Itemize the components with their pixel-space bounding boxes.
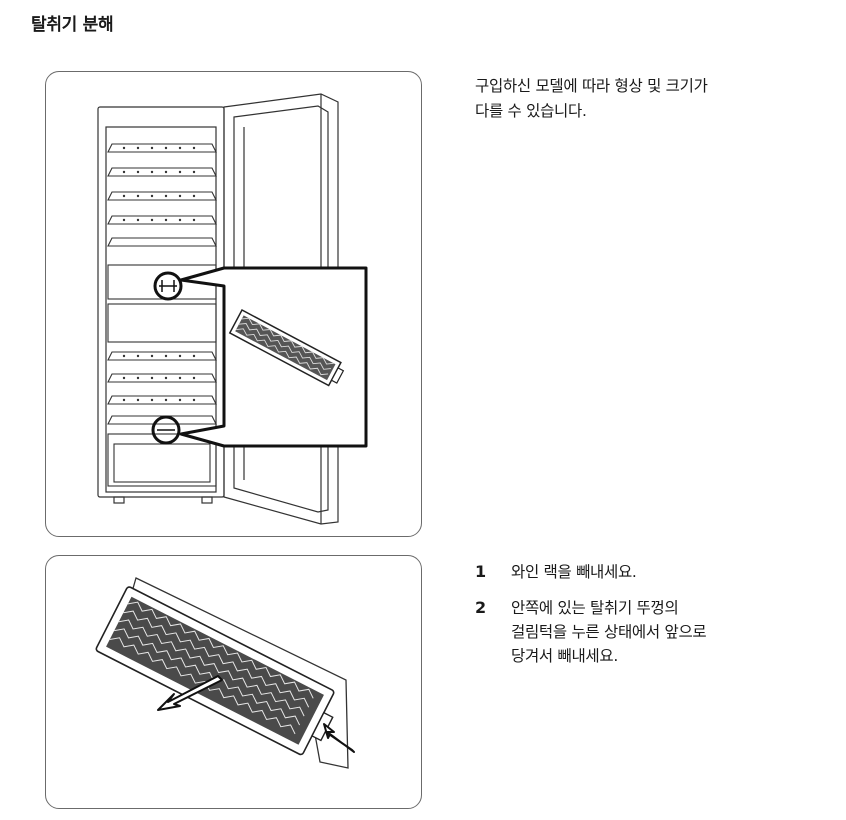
step-text: 와인 랙을 빼내세요. bbox=[511, 563, 637, 581]
step-2: 2 안쪽에 있는 탈취기 뚜껑의 걸림턱을 누른 상태에서 앞으로 당겨서 빼내… bbox=[475, 596, 815, 668]
instruction-steps: 1 와인 랙을 빼내세요. 2 안쪽에 있는 탈취기 뚜껑의 걸림턱을 누른 상… bbox=[475, 560, 815, 680]
press-arrow-icon bbox=[323, 723, 355, 753]
page-title: 탈취기 분해 bbox=[31, 15, 114, 35]
callout-circle-upper bbox=[153, 271, 183, 301]
model-note-line: 다를 수 있습니다. bbox=[475, 102, 587, 120]
filter-removal-illustration bbox=[95, 577, 355, 769]
filter-figure bbox=[45, 555, 422, 809]
step-number: 2 bbox=[475, 598, 486, 617]
step-1: 1 와인 랙을 빼내세요. bbox=[475, 560, 815, 584]
pull-arrow-icon bbox=[157, 675, 223, 711]
step-text: 걸림턱을 누른 상태에서 앞으로 bbox=[511, 623, 707, 641]
wine-cellar-illustration bbox=[97, 93, 368, 525]
step-number: 1 bbox=[475, 562, 486, 581]
callout-circle-lower bbox=[151, 415, 181, 445]
deodorizer-filter bbox=[95, 586, 335, 756]
step-text: 당겨서 빼내세요. bbox=[511, 647, 618, 665]
fridge-figure bbox=[45, 71, 422, 537]
model-note: 구입하신 모델에 따라 형상 및 크기가 다를 수 있습니다. bbox=[475, 74, 805, 124]
model-note-line: 구입하신 모델에 따라 형상 및 크기가 bbox=[475, 77, 708, 95]
step-text: 안쪽에 있는 탈취기 뚜껑의 bbox=[511, 599, 679, 617]
